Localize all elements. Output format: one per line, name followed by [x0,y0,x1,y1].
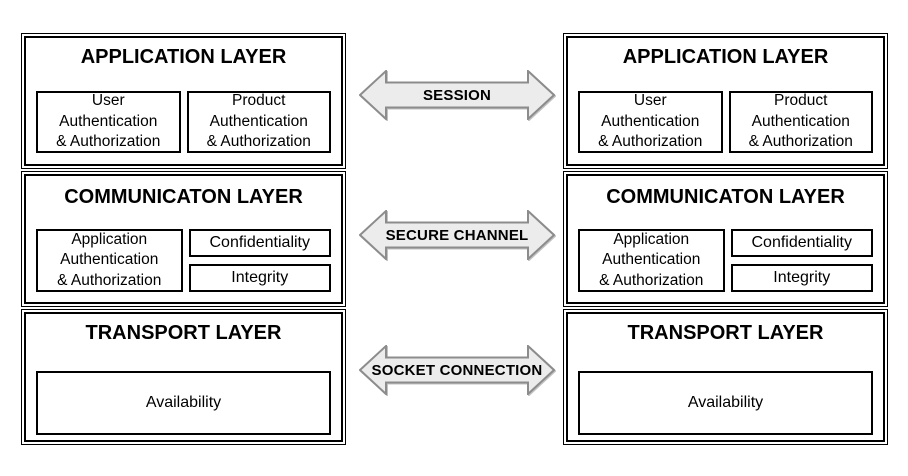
left-communication-layer-inner: COMMUNICATON LAYER Application Authentic… [24,174,343,304]
layer-title: COMMUNICATON LAYER [606,186,845,208]
session-arrow: SESSION [359,70,555,120]
application-auth-box: Application Authentication & Authorizati… [36,229,183,292]
layer-title: TRANSPORT LAYER [85,322,282,344]
layer-title: TRANSPORT LAYER [627,322,824,344]
secure-channel-arrow: SECURE CHANNEL [359,210,555,260]
confidentiality-box: Confidentiality [188,229,331,257]
confidentiality-box: Confidentiality [730,229,873,257]
left-communication-layer-box: COMMUNICATON LAYER Application Authentic… [21,171,346,307]
left-application-layer-box: APPLICATION LAYER User Authentication & … [21,33,346,169]
confidentiality-integrity-column: Confidentiality Integrity [730,229,873,292]
application-sub-boxes-row: User Authentication & Authorization Prod… [578,91,873,153]
socket-connection-arrow: SOCKET CONNECTION [359,345,555,395]
layer-title: APPLICATION LAYER [80,46,287,68]
confidentiality-integrity-column: Confidentiality Integrity [188,229,331,292]
availability-box: Availability [36,371,331,435]
layer-title: APPLICATION LAYER [622,46,829,68]
right-application-layer-box: APPLICATION LAYER User Authentication & … [563,33,888,169]
layer-title: COMMUNICATON LAYER [64,186,303,208]
arrow-label: SECURE CHANNEL [385,226,529,244]
application-auth-box: Application Authentication & Authorizati… [578,229,725,292]
integrity-box: Integrity [188,264,331,292]
left-transport-layer-inner: TRANSPORT LAYER Availability [24,312,343,442]
product-auth-box: Product Authentication & Authorization [186,91,331,153]
application-sub-boxes-row: User Authentication & Authorization Prod… [36,91,331,153]
availability-box: Availability [578,371,873,435]
right-transport-layer-inner: TRANSPORT LAYER Availability [566,312,885,442]
communication-sub-boxes-row: Application Authentication & Authorizati… [578,229,873,292]
user-auth-box: User Authentication & Authorization [578,91,723,153]
communication-sub-boxes-row: Application Authentication & Authorizati… [36,229,331,292]
transport-sub-boxes-row: Availability [578,371,873,435]
right-communication-layer-box: COMMUNICATON LAYER Application Authentic… [563,171,888,307]
right-application-layer-inner: APPLICATION LAYER User Authentication & … [566,36,885,166]
arrow-label: SOCKET CONNECTION [371,361,543,379]
double-arrow-icon [359,210,555,260]
double-arrow-icon [359,345,555,395]
left-transport-layer-box: TRANSPORT LAYER Availability [21,309,346,445]
product-auth-box: Product Authentication & Authorization [728,91,873,153]
integrity-box: Integrity [730,264,873,292]
right-communication-layer-inner: COMMUNICATON LAYER Application Authentic… [566,174,885,304]
left-application-layer-inner: APPLICATION LAYER User Authentication & … [24,36,343,166]
double-arrow-icon [359,70,555,120]
user-auth-box: User Authentication & Authorization [36,91,181,153]
right-transport-layer-box: TRANSPORT LAYER Availability [563,309,888,445]
transport-sub-boxes-row: Availability [36,371,331,435]
arrow-label: SESSION [422,86,492,104]
